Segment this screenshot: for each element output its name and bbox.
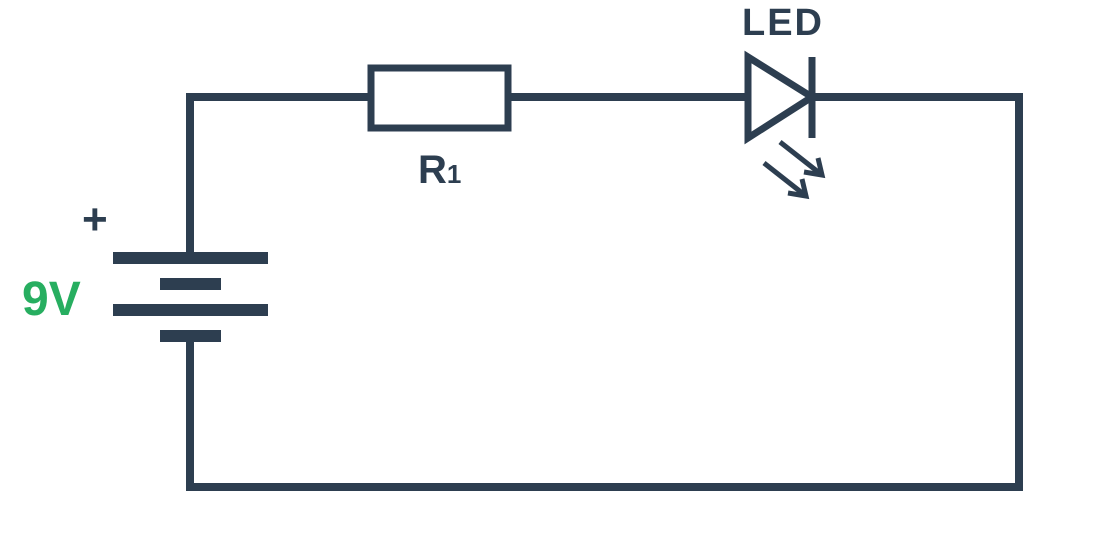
battery-positive-label: + [82,195,108,244]
battery-voltage-label: 9V [22,273,81,326]
resistor-label: R1 [418,150,461,190]
light-emission-arrows-icon [762,140,826,200]
led-symbol [744,50,819,145]
wire-left-top [186,93,371,258]
led-label: LED [742,2,824,44]
resistor-symbol [367,64,512,132]
battery-symbol [113,252,268,342]
resistor-label-subscript: 1 [446,159,462,189]
wire-right-loop [186,93,1023,491]
resistor-label-main: R [418,148,447,192]
